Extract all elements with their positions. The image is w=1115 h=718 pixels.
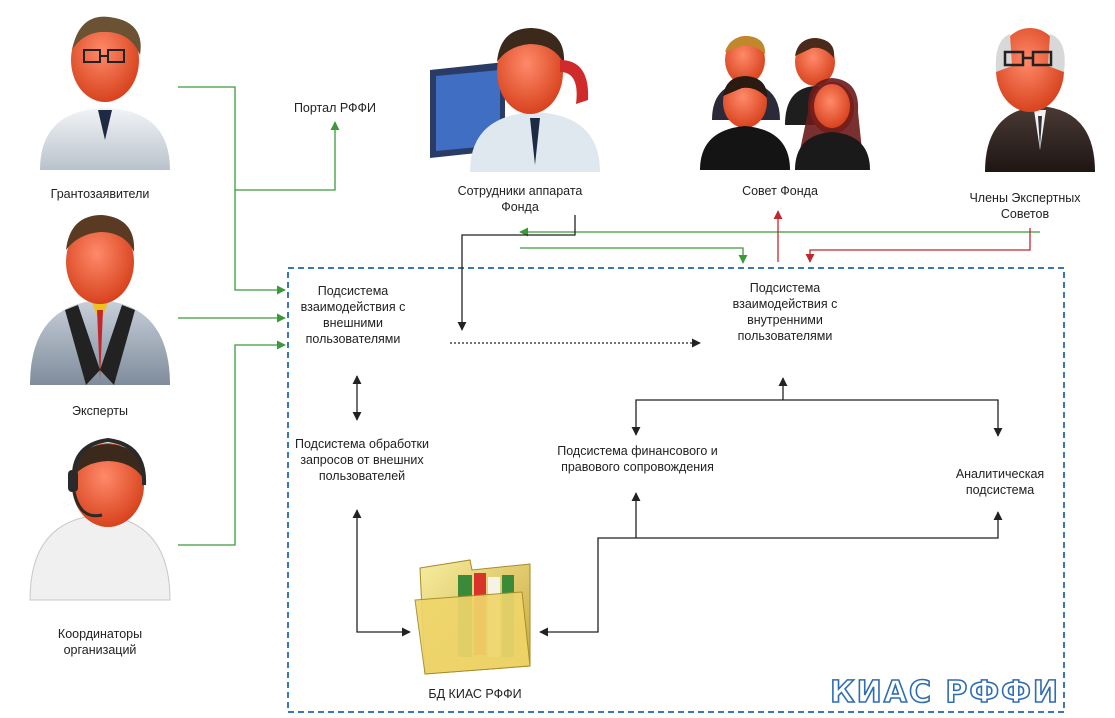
system-title: КИАС РФФИ (829, 674, 1060, 711)
label-subsystem-financial: Подсистема финансового и правового сопро… (557, 444, 718, 474)
label-experts: Эксперты (72, 404, 128, 418)
expert-council-member-icon (985, 28, 1095, 172)
red-connections (773, 210, 1031, 263)
label-portal: Портал РФФИ (293, 101, 377, 115)
label-staff: Сотрудники аппарата Фонда (457, 184, 583, 214)
coordinator-person-icon (29, 437, 171, 601)
label-applicants: Грантозаявители (50, 187, 150, 201)
internal-connections (352, 338, 1003, 637)
applicant-person-icon (40, 16, 170, 170)
black-connections-top (457, 215, 576, 331)
expert-person-icon (30, 215, 170, 385)
staff-person-icon (430, 28, 600, 172)
label-council: Совет Фонда (742, 184, 818, 198)
label-subsystem-internal: Подсистема взаимодействия с внутренними … (732, 281, 838, 343)
label-subsystem-processing: Подсистема обработки запросов от внешних… (294, 437, 430, 483)
council-group-icon (700, 36, 870, 170)
label-subsystem-analytic: Аналитическая подсистема (955, 467, 1045, 497)
database-folder-icon (414, 559, 531, 675)
label-subsystem-external: Подсистема взаимодействия с внешними пол… (300, 284, 406, 346)
label-coordinators: Координаторы организаций (57, 627, 143, 657)
green-connections (178, 86, 1040, 546)
label-expert-councils: Члены Экспертных Советов (969, 191, 1081, 221)
label-database: БД КИАС РФФИ (428, 687, 522, 701)
